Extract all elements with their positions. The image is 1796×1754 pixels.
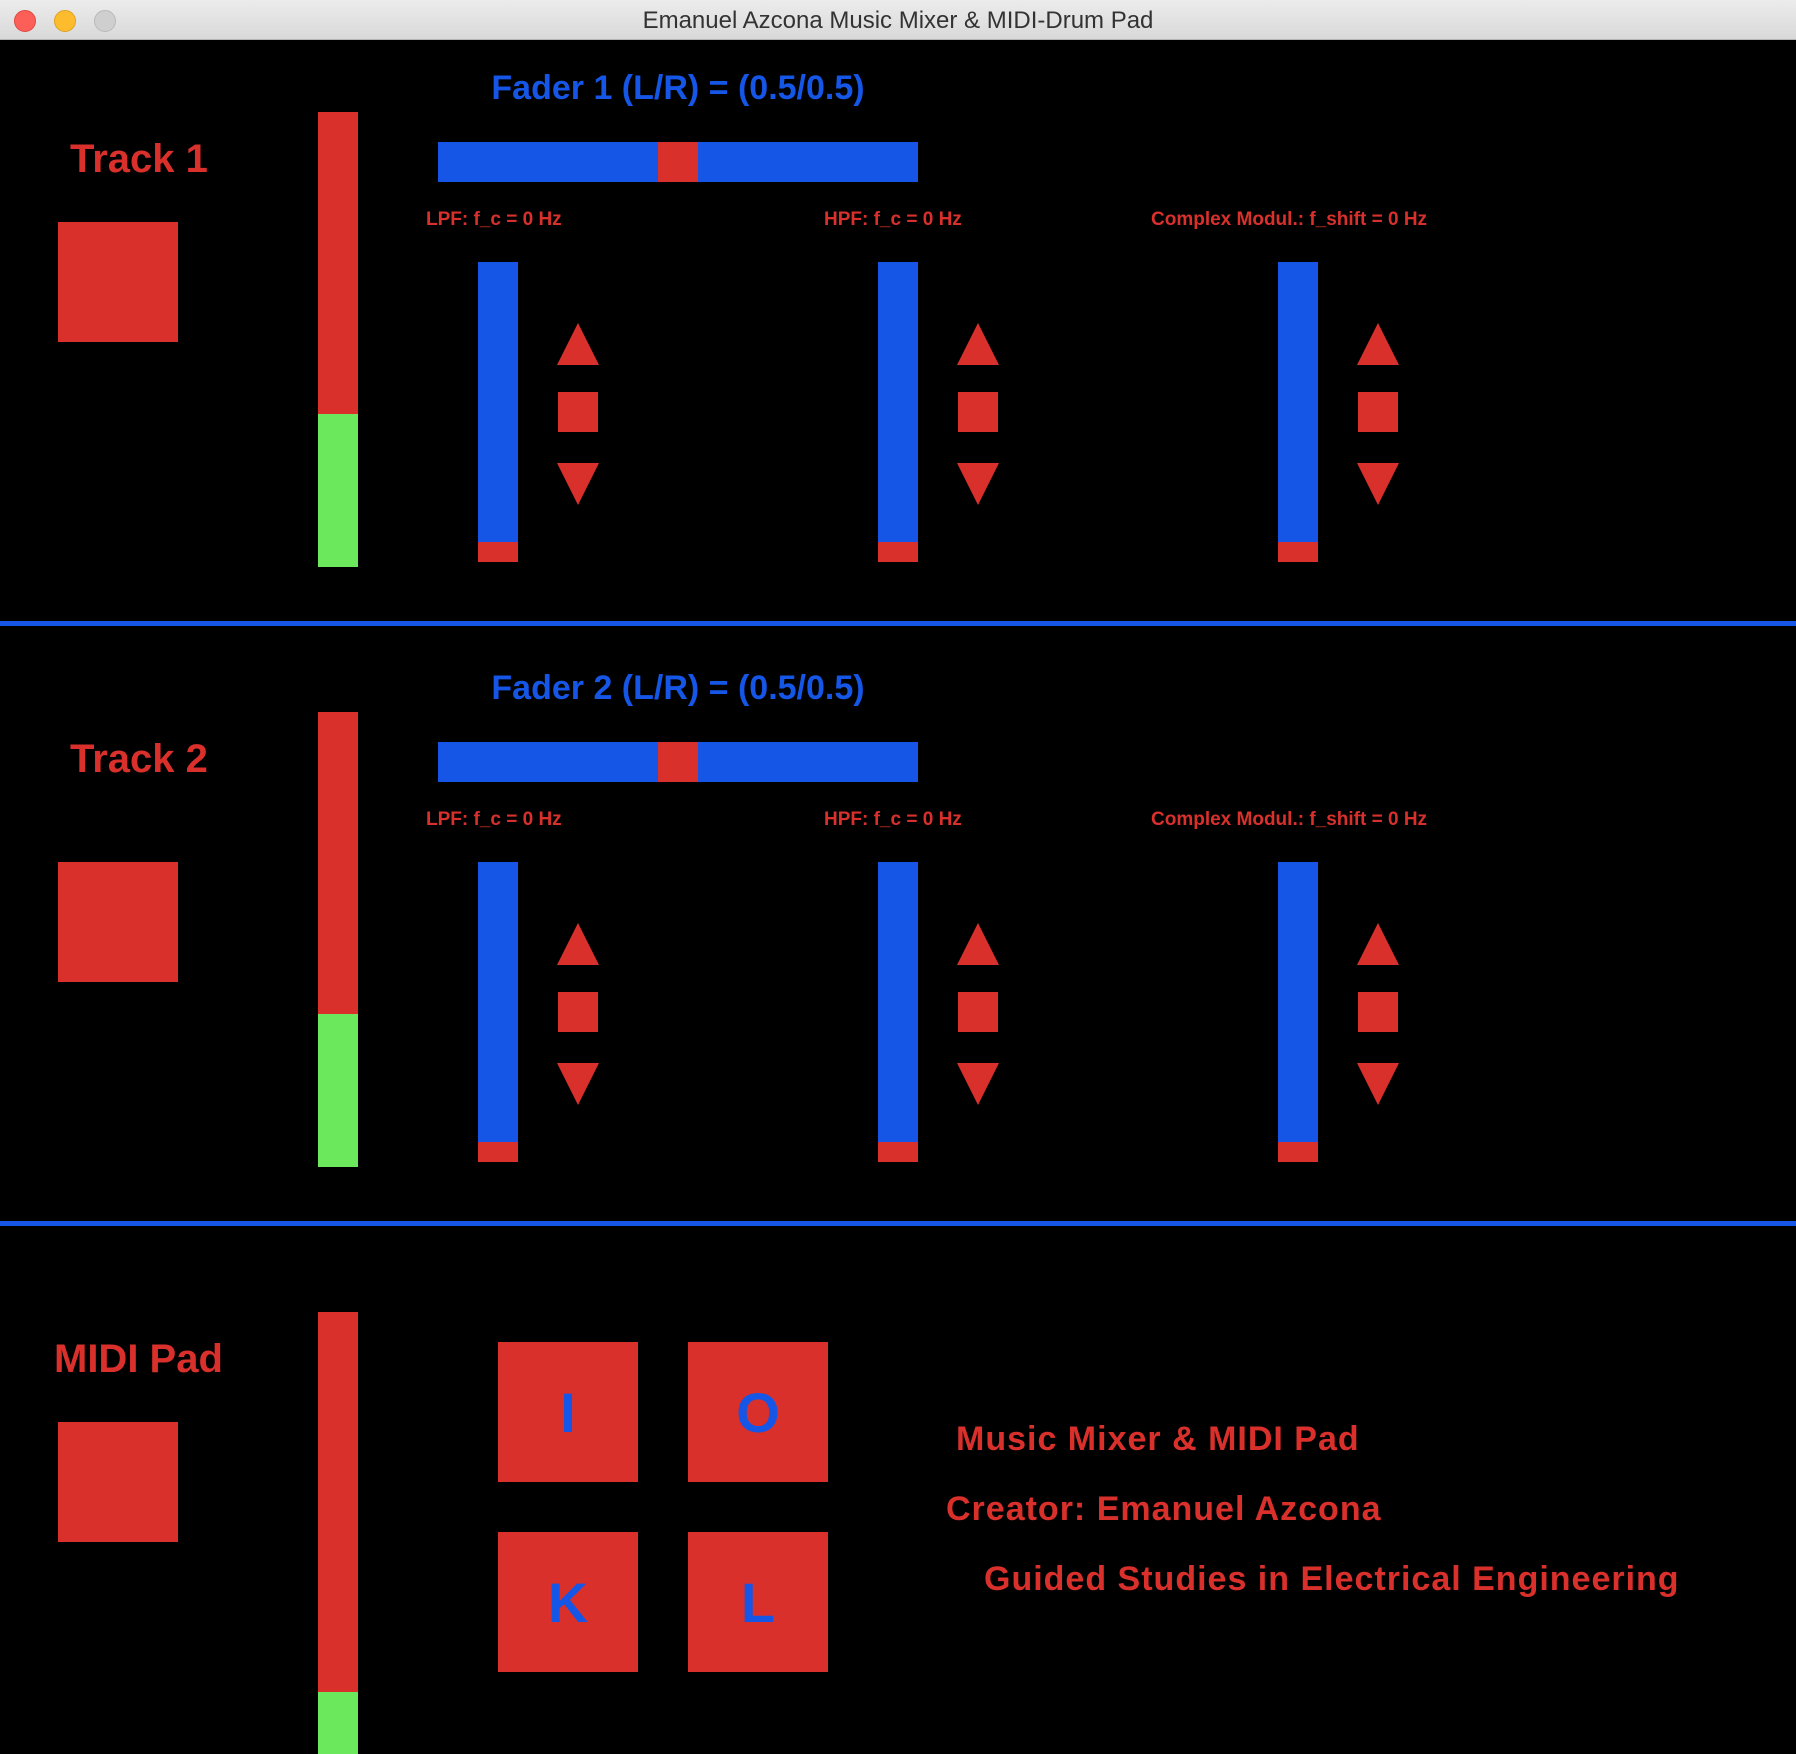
stop-icon[interactable] [1358,992,1398,1032]
info-course: Guided Studies in Electrical Engineering [984,1560,1680,1598]
track-1-lpf-handle[interactable] [478,542,518,562]
midi-level-meter-fill [318,1692,358,1754]
drum-pad-o[interactable]: O [688,1342,828,1482]
track-2-pan-fader[interactable] [438,742,918,782]
window-title: Emanuel Azcona Music Mixer & MIDI-Drum P… [642,7,1154,34]
track-1-hpf-label: HPF: f_c = 0 Hz [824,209,962,230]
track-2-hpf-slider[interactable] [878,862,918,1162]
track-1-hpf-handle[interactable] [878,542,918,562]
midi-pad-title: MIDI Pad [54,1337,223,1381]
close-window-icon[interactable] [14,10,36,32]
drum-pad-l[interactable]: L [688,1532,828,1672]
track-2-modulation-slider[interactable] [1278,862,1318,1162]
down-arrow-icon[interactable] [957,463,999,505]
info-creator: Creator: Emanuel Azcona [946,1490,1382,1528]
track-1-pan-handle[interactable] [658,142,698,182]
track-1-level-meter-fill [318,414,358,567]
track-1-lpf-slider[interactable] [478,262,518,562]
info-title: Music Mixer & MIDI Pad [956,1420,1360,1458]
stop-icon[interactable] [958,992,998,1032]
stop-icon[interactable] [958,392,998,432]
track-1-title: Track 1 [70,137,208,181]
track-2-level-meter[interactable] [318,712,358,1167]
stop-icon[interactable] [558,992,598,1032]
track-2-modulation-handle[interactable] [1278,1142,1318,1162]
midi-level-meter-empty [318,1312,358,1692]
track-1-level-meter-empty [318,112,358,414]
track-2-title: Track 2 [70,737,208,781]
track-1-fader-label: Fader 1 (L/R) = (0.5/0.5) [491,69,865,107]
maximize-window-icon[interactable] [94,10,116,32]
up-arrow-icon[interactable] [957,923,999,965]
window-titlebar: Emanuel Azcona Music Mixer & MIDI-Drum P… [0,0,1796,40]
down-arrow-icon[interactable] [957,1063,999,1105]
track-1-modulation-label: Complex Modul.: f_shift = 0 Hz [1151,209,1428,230]
section-divider [0,621,1796,626]
up-arrow-icon[interactable] [957,323,999,365]
track-1-lpf-label: LPF: f_c = 0 Hz [426,209,562,230]
track-2-hpf-handle[interactable] [878,1142,918,1162]
track-2-hpf-label: HPF: f_c = 0 Hz [824,809,962,830]
down-arrow-icon[interactable] [1357,463,1399,505]
track-2-modulation-label: Complex Modul.: f_shift = 0 Hz [1151,809,1428,830]
up-arrow-icon[interactable] [557,923,599,965]
midi-play-button[interactable] [58,1422,178,1542]
down-arrow-icon[interactable] [557,1063,599,1105]
down-arrow-icon[interactable] [1357,1063,1399,1105]
up-arrow-icon[interactable] [1357,923,1399,965]
track-1-play-button[interactable] [58,222,178,342]
track-2-play-button[interactable] [58,862,178,982]
track-1-modulation-handle[interactable] [1278,542,1318,562]
down-arrow-icon[interactable] [557,463,599,505]
stop-icon[interactable] [558,392,598,432]
drum-pad-i[interactable]: I [498,1342,638,1482]
track-2-pan-handle[interactable] [658,742,698,782]
section-divider [0,1221,1796,1226]
track-1-pan-fader[interactable] [438,142,918,182]
up-arrow-icon[interactable] [557,323,599,365]
track-1-modulation-slider[interactable] [1278,262,1318,562]
stop-icon[interactable] [1358,392,1398,432]
track-2-lpf-slider[interactable] [478,862,518,1162]
track-1-hpf-slider[interactable] [878,262,918,562]
up-arrow-icon[interactable] [1357,323,1399,365]
minimize-window-icon[interactable] [54,10,76,32]
app-canvas: Track 1 Fader 1 (L/R) = (0.5/0.5) LPF: f… [0,41,1796,1754]
midi-level-meter[interactable] [318,1312,358,1754]
track-2-lpf-handle[interactable] [478,1142,518,1162]
track-2-level-meter-fill [318,1014,358,1167]
drum-pad-k[interactable]: K [498,1532,638,1672]
track-2-lpf-label: LPF: f_c = 0 Hz [426,809,562,830]
track-1-level-meter[interactable] [318,112,358,567]
track-2-level-meter-empty [318,712,358,1014]
track-2-fader-label: Fader 2 (L/R) = (0.5/0.5) [491,669,865,707]
